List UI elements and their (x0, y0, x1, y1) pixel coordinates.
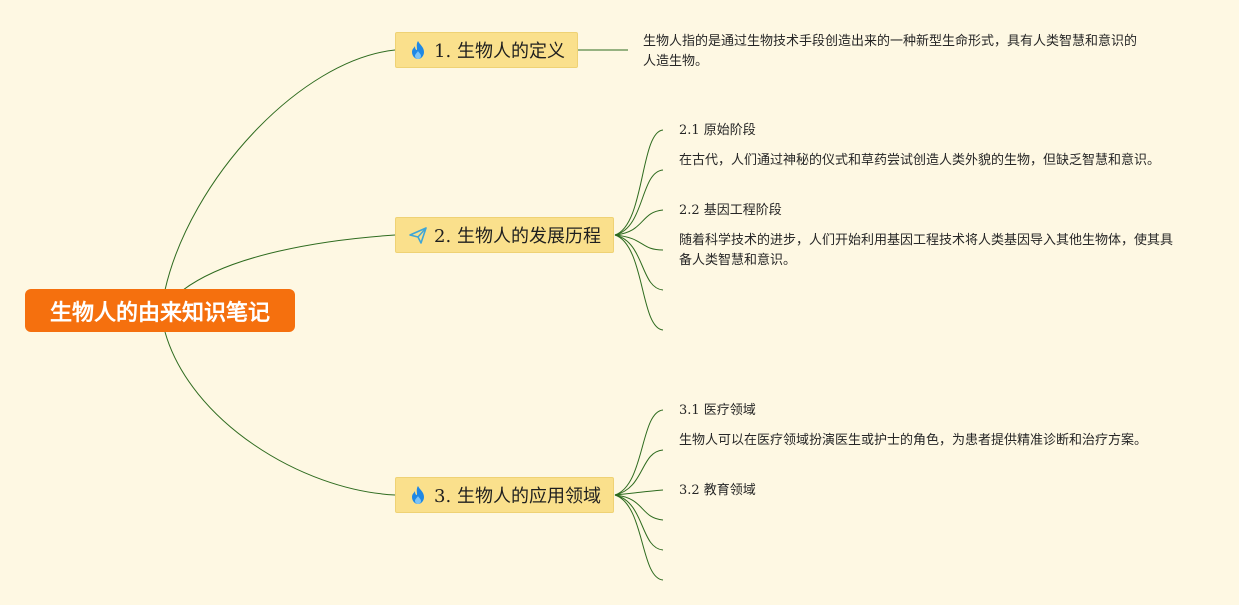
branch-label: 2. 生物人的发展历程 (434, 226, 601, 247)
connector-root-branch3 (164, 331, 396, 496)
connector-b3-5 (614, 494, 664, 551)
connector-b3-4 (614, 494, 664, 521)
paper-plane-icon (408, 225, 428, 245)
branch-applications[interactable]: 3. 生物人的应用领域 (395, 477, 614, 513)
root-title: 生物人的由来知识笔记 (49, 300, 270, 326)
leaf-detail[interactable]: 生物人可以在医疗领域扮演医生或护士的角色，为患者提供精准诊断和治疗方案。 (679, 433, 1148, 448)
fire-icon (408, 40, 428, 60)
leaf-subtopic[interactable]: 2.1 原始阶段 (679, 123, 756, 138)
fire-icon (408, 485, 428, 505)
connector-b3-3 (614, 489, 664, 496)
connector-b2-4 (614, 234, 664, 251)
branch-definition[interactable]: 1. 生物人的定义 (395, 32, 578, 68)
branch-label: 3. 生物人的应用领域 (434, 486, 601, 507)
leaf-definition[interactable]: 生物人指的是通过生物技术手段创造出来的一种新型生命形式，具有人类智慧和意识的人造… (643, 34, 1138, 69)
root-topic[interactable]: 生物人的由来知识笔记 (25, 289, 295, 332)
leaf-subtopic[interactable]: 2.2 基因工程阶段 (679, 203, 782, 218)
connector-b2-1 (614, 129, 664, 236)
leaf-detail[interactable]: 在古代，人们通过神秘的仪式和草药尝试创造人类外貌的生物，但缺乏智慧和意识。 (679, 153, 1161, 168)
branch-history[interactable]: 2. 生物人的发展历程 (395, 217, 614, 253)
connector-b2-6 (614, 234, 664, 331)
branch-label: 1. 生物人的定义 (434, 41, 565, 62)
connector-b3-6 (614, 494, 664, 581)
connector-b3-2 (614, 449, 664, 496)
leaf-subtopic[interactable]: 3.2 教育领域 (679, 483, 756, 498)
connector-root-branch1 (164, 49, 396, 291)
connector-b3-1 (614, 409, 664, 496)
connector-root-branch2 (182, 234, 396, 291)
connector-b2-3 (614, 209, 664, 236)
leaf-subtopic[interactable]: 3.1 医疗领域 (679, 403, 756, 418)
leaf-detail[interactable]: 随着科学技术的进步，人们开始利用基因工程技术将人类基因导入其他生物体，使其具备人… (679, 233, 1174, 268)
connector-b2-2 (614, 169, 664, 236)
connector-b2-5 (614, 234, 664, 291)
